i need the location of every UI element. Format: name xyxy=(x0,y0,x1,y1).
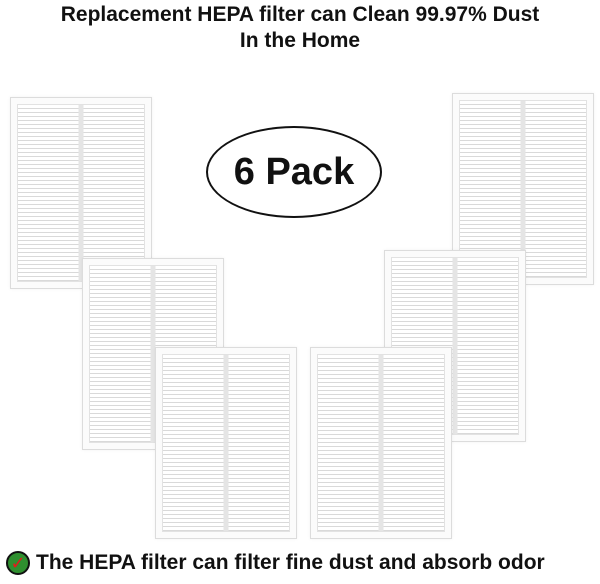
filter-pleats xyxy=(17,104,145,282)
filter-pleats xyxy=(162,354,290,532)
headline-line-1: Replacement HEPA filter can Clean 99.97%… xyxy=(60,3,540,26)
headline-line-2: In the Home xyxy=(239,29,361,52)
hepa-filter-image xyxy=(10,97,152,289)
feature-note-text: The HEPA filter can filter fine dust and… xyxy=(36,551,545,574)
pack-count-label: 6 Pack xyxy=(233,150,355,193)
hepa-filter-image xyxy=(310,347,452,539)
filter-pleats xyxy=(317,354,445,532)
feature-note: ✓ The HEPA filter can filter fine dust a… xyxy=(6,546,600,580)
hepa-filter-image xyxy=(155,347,297,539)
check-circle-icon: ✓ xyxy=(6,551,30,575)
pack-count-badge: 6 Pack xyxy=(206,126,382,218)
filter-pleats xyxy=(459,100,587,278)
headline: Replacement HEPA filter can Clean 99.97%… xyxy=(0,2,600,54)
